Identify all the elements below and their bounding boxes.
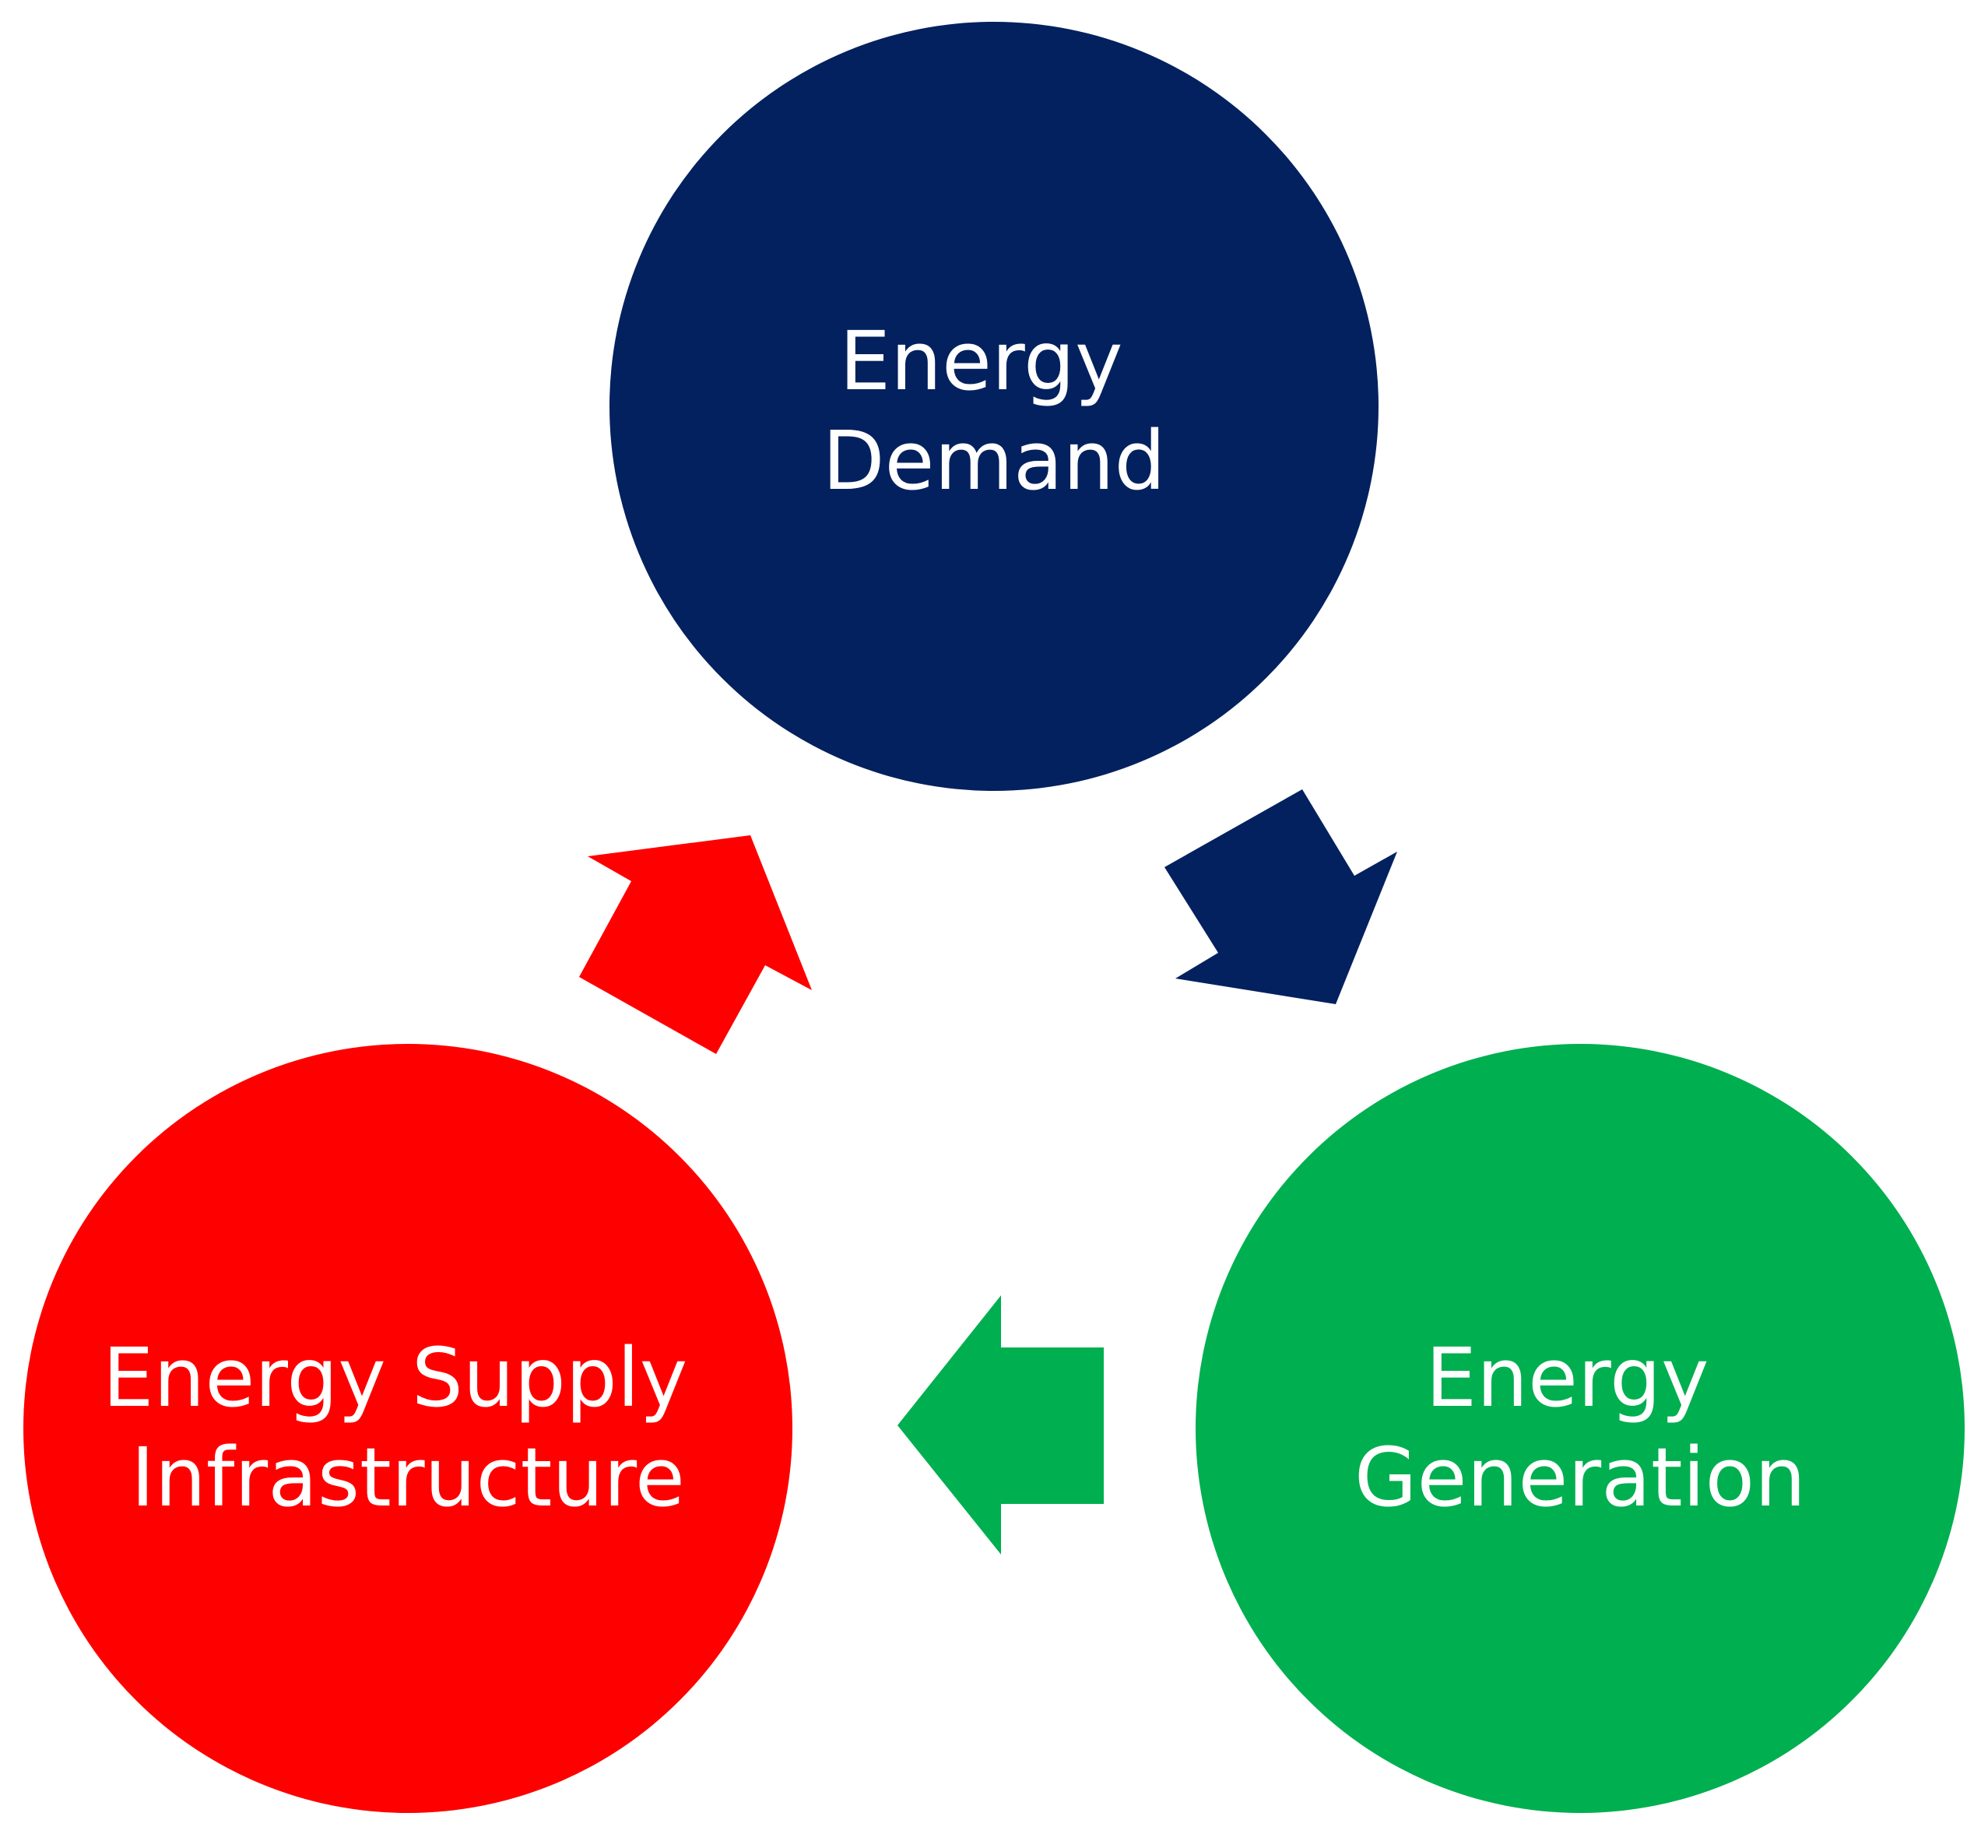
energy-demand-label-line-1: Energy (839, 314, 1122, 409)
energy-generation-label: Energy Generation (1354, 1330, 1806, 1525)
energy-generation-circle (1196, 1044, 1965, 1813)
node-energy-demand: Energy Demand (609, 22, 1379, 791)
arrow-supply-to-demand (579, 835, 812, 1054)
energy-generation-label-line-1: Energy (1425, 1330, 1709, 1425)
arrow-generation-to-supply (897, 1295, 1104, 1555)
energy-generation-label-line-2: Generation (1354, 1430, 1806, 1525)
node-energy-supply-infrastructure: Energy Supply Infrastructure (23, 1044, 792, 1813)
energy-demand-label: Energy Demand (822, 314, 1165, 508)
energy-supply-infrastructure-label-line-1: Energy Supply (103, 1330, 688, 1425)
energy-supply-infrastructure-label: Energy Supply Infrastructure (103, 1330, 714, 1525)
energy-supply-infrastructure-circle (23, 1044, 792, 1813)
energy-supply-infrastructure-label-line-2: Infrastructure (131, 1430, 685, 1525)
energy-demand-label-line-2: Demand (822, 413, 1165, 508)
arrow-demand-to-generation (1164, 789, 1397, 1004)
node-energy-generation: Energy Generation (1196, 1044, 1965, 1813)
energy-demand-circle (609, 22, 1379, 791)
